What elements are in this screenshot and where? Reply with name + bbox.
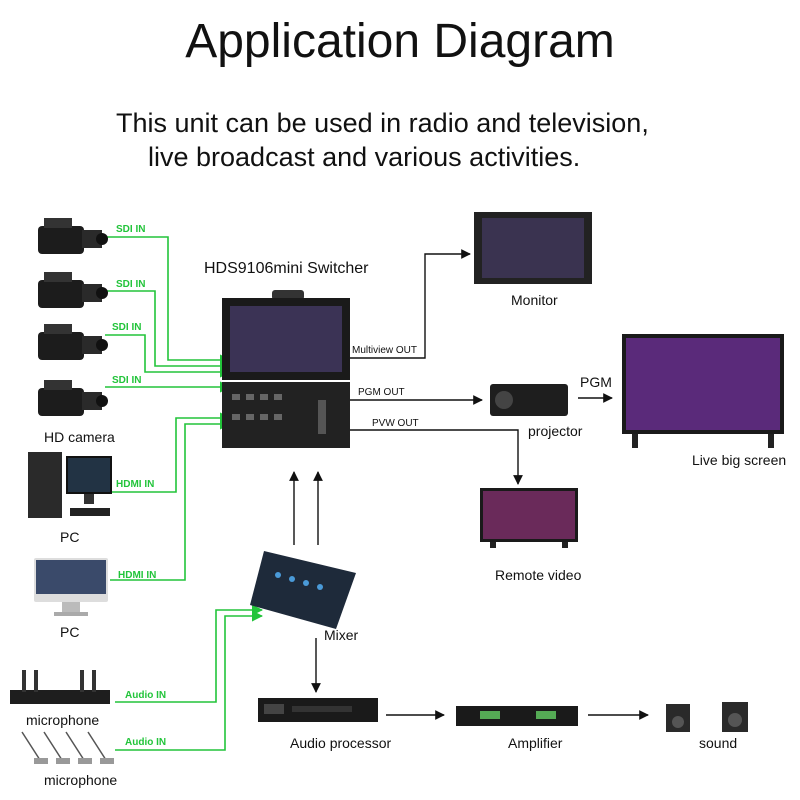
sdi-in-label: SDI IN xyxy=(116,224,146,235)
pc-label: PC xyxy=(60,529,80,545)
sound-label: sound xyxy=(699,735,738,751)
subtitle-line-1: This unit can be used in radio and telev… xyxy=(116,108,649,138)
pgm-label: PGM xyxy=(580,374,612,390)
microphone-label: microphone xyxy=(44,772,118,788)
pc-tower-icon xyxy=(26,450,116,530)
projector-label: projector xyxy=(528,423,583,439)
pvw-out-label: PVW OUT xyxy=(372,418,419,429)
amplifier-icon xyxy=(456,706,580,733)
sdi-wire-1 xyxy=(105,236,232,366)
tv-icon xyxy=(480,488,580,555)
remote-video-label: Remote video xyxy=(495,567,582,583)
camera-icon xyxy=(36,270,108,319)
audio-processor-label: Audio processor xyxy=(290,735,392,751)
imac-icon xyxy=(32,556,112,625)
sdi-wire-3 xyxy=(105,334,232,378)
hdmi-wire-2 xyxy=(110,418,232,581)
switcher-device xyxy=(222,290,352,455)
multiview-out-label: Multiview OUT xyxy=(352,345,418,356)
multiview-wire xyxy=(350,249,471,359)
hd-camera-label: HD camera xyxy=(44,429,115,445)
sdi-in-label: SDI IN xyxy=(116,279,146,290)
hdmi-wire-1 xyxy=(110,412,232,493)
audio-wire-1 xyxy=(115,604,264,703)
switcher-label: HDS9106mini Switcher xyxy=(204,260,369,277)
audio-wire-2 xyxy=(115,610,264,751)
monitor-label: Monitor xyxy=(511,292,558,308)
mixer-icon xyxy=(248,545,358,638)
projector-icon xyxy=(488,376,572,425)
live-big-screen-label: Live big screen xyxy=(692,452,787,468)
subtitle-line-2: live broadcast and various activities. xyxy=(148,142,581,172)
hdmi-in-label: HDMI IN xyxy=(118,570,157,581)
sdi-in-label: SDI IN xyxy=(112,375,142,386)
audio-in-label: Audio IN xyxy=(125,690,167,701)
camera-icon xyxy=(36,378,108,427)
camera-icon xyxy=(36,322,108,371)
hdmi-in-label: HDMI IN xyxy=(116,479,155,490)
conference-mic-icon xyxy=(18,730,118,775)
pvw-out-wire xyxy=(350,429,523,485)
microphone-label: microphone xyxy=(26,712,100,728)
camera-icon xyxy=(36,216,108,265)
microphone-icon xyxy=(10,668,114,713)
sdi-wire-2 xyxy=(105,290,232,372)
audio-processor-icon xyxy=(258,698,380,729)
monitor-icon xyxy=(474,212,594,291)
audio-in-label: Audio IN xyxy=(125,737,167,748)
mixer-label: Mixer xyxy=(324,627,359,643)
pgm-out-label: PGM OUT xyxy=(358,387,405,398)
big-screen-icon xyxy=(622,334,788,455)
amplifier-label: Amplifier xyxy=(508,735,563,751)
page-title: Application Diagram xyxy=(185,15,615,68)
speaker-icon xyxy=(666,700,754,739)
sdi-in-label: SDI IN xyxy=(112,322,142,333)
pc-label: PC xyxy=(60,624,80,640)
